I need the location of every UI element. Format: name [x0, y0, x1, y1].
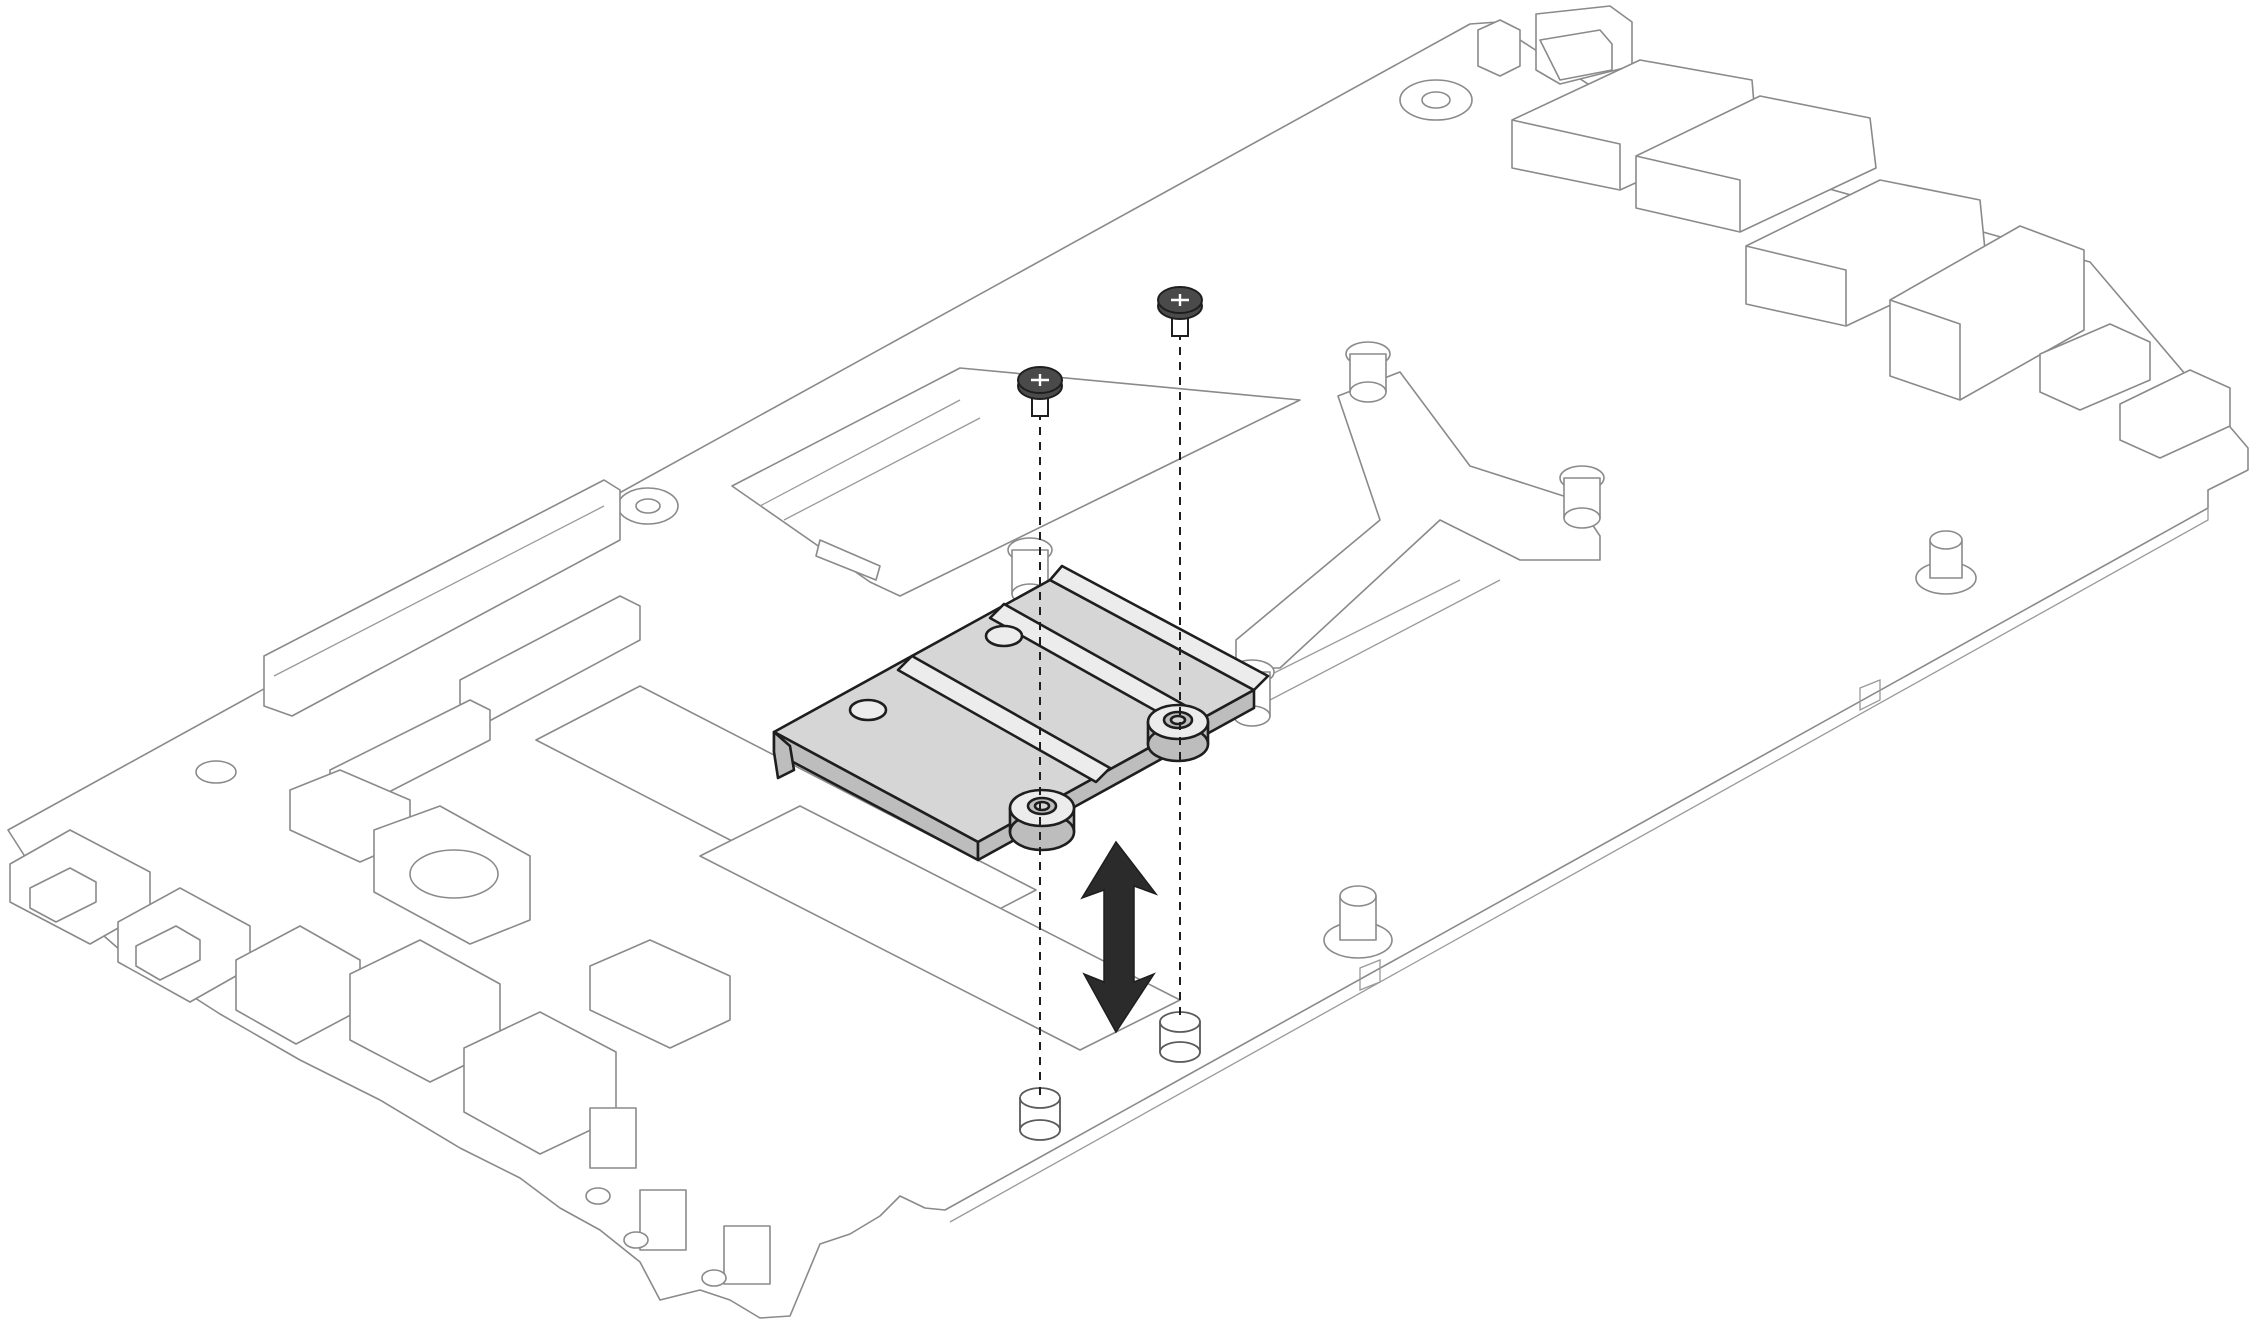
standoffs [1019, 530, 1977, 1141]
rj45-port-1-edge [1511, 119, 1621, 190]
retainer-rail-back [1048, 564, 1270, 692]
mounting-hole-1-inner [1421, 91, 1451, 109]
mounting-holes [195, 79, 1473, 784]
rear-io-ports [1477, 5, 2231, 459]
retainer-screws [1017, 286, 1203, 417]
standoff-target-1 [1019, 1087, 1061, 1141]
pcie-slot-1 [263, 479, 621, 717]
small-connector-2 [2119, 369, 2231, 459]
bracket-arm [1235, 371, 1601, 669]
header-connector-2 [589, 939, 731, 1049]
heat-sink-bracket [1007, 341, 1605, 727]
retainer-screw-boss-2 [1146, 703, 1210, 763]
front-io-connectors [9, 769, 771, 1287]
audio-jack-front [1539, 29, 1613, 81]
mounting-hole-3 [195, 760, 237, 784]
standoff-target-2 [1159, 1011, 1201, 1063]
sfp-cage-edge [1889, 299, 1961, 400]
mounting-hole-2-inner [635, 498, 661, 514]
front-buttons [585, 1107, 771, 1287]
retainer-screw-boss-1 [1008, 788, 1076, 852]
hdmi-port-1-opening [29, 867, 97, 923]
small-connector-1 [2039, 323, 2151, 411]
retainer-rib-1 [896, 654, 1112, 784]
coin-battery [409, 849, 499, 899]
dip-switch [1477, 19, 1521, 77]
retainer-tab-2 [984, 624, 1024, 648]
m2-retainer [772, 564, 1270, 862]
retainer-front-lip [772, 730, 796, 780]
m2-card-upper-line-2 [783, 417, 981, 521]
m2-card-upper-line-1 [759, 399, 961, 507]
alignment-guides [1039, 332, 1181, 1096]
board-tab [1859, 679, 1881, 712]
rj45-port-2-edge [1635, 155, 1741, 232]
up-down-direction-arrow [1080, 840, 1159, 1034]
board-tab-2 [1359, 959, 1381, 991]
m2-latch [815, 539, 881, 581]
standoff-middle [1323, 885, 1393, 959]
m2-slots [535, 367, 1301, 1051]
retainer-screw-1 [1017, 366, 1063, 417]
retainer-screw-2 [1157, 286, 1203, 337]
pcie-slot-1-groove [273, 505, 605, 677]
spring-screw-2 [1559, 465, 1605, 529]
bracket-rail-2 [1269, 579, 1501, 701]
spring-screw-1 [1345, 341, 1391, 403]
rj45-port-3-edge [1745, 245, 1847, 326]
bracket-rail-1 [1259, 579, 1461, 681]
retainer-tab-1 [848, 698, 888, 722]
standoff-right [1915, 530, 1977, 595]
hdmi-port-2-opening [135, 925, 201, 981]
board-edge-thickness [949, 508, 2209, 1223]
